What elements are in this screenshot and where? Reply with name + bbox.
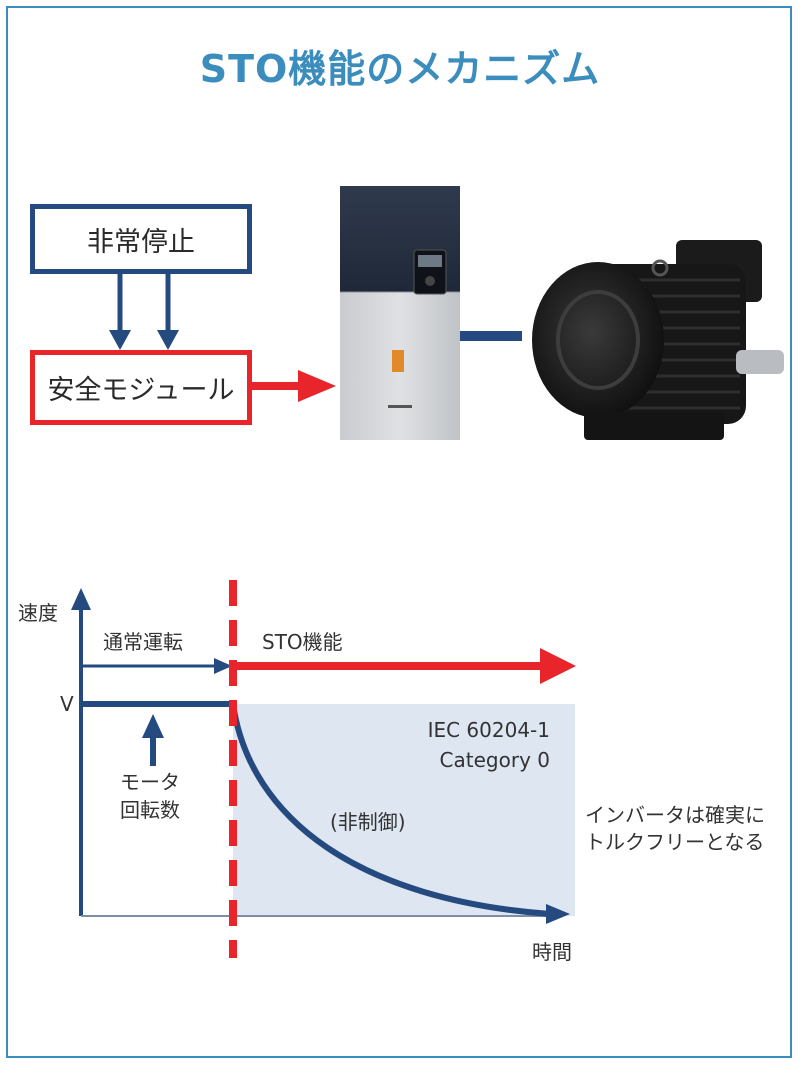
standard-label-2: Category 0 <box>439 748 550 772</box>
note-label-1: インバータは確実に <box>585 803 765 827</box>
sto-function-arrow <box>233 648 576 684</box>
motor-rotation-label-2: 回転数 <box>120 798 180 822</box>
motor-image <box>532 240 784 440</box>
speed-curve <box>81 701 570 924</box>
normal-operation-arrow <box>81 658 232 674</box>
x-axis-label: 時間 <box>532 940 572 964</box>
stop-to-module-arrows <box>109 274 179 350</box>
uncontrolled-label: (非制御) <box>330 810 406 834</box>
safety-module-box: 安全モジュール <box>30 350 252 425</box>
outer-frame <box>6 6 792 1058</box>
emergency-stop-box: 非常停止 <box>30 204 252 274</box>
normal-operation-label: 通常運転 <box>103 630 183 654</box>
module-to-inverter-arrow <box>252 370 336 402</box>
y-axis-label: 速度 <box>18 601 58 625</box>
safety-module-label: 安全モジュール <box>47 375 235 406</box>
note-label-2: トルクフリーとなる <box>585 830 765 854</box>
v-label: V <box>60 692 74 716</box>
y-axis <box>71 588 91 916</box>
motor-rotation-label-1: モータ <box>120 770 180 794</box>
sto-function-label: STO機能 <box>262 630 343 654</box>
emergency-stop-label: 非常停止 <box>87 226 195 258</box>
sto-shaded-region <box>233 704 575 916</box>
page-title: STO機能のメカニズム <box>199 47 601 91</box>
cable-connector <box>460 331 522 341</box>
standard-label-1: IEC 60204-1 <box>427 718 550 742</box>
motor-rotation-arrow <box>142 714 164 766</box>
inverter-image <box>340 186 460 440</box>
